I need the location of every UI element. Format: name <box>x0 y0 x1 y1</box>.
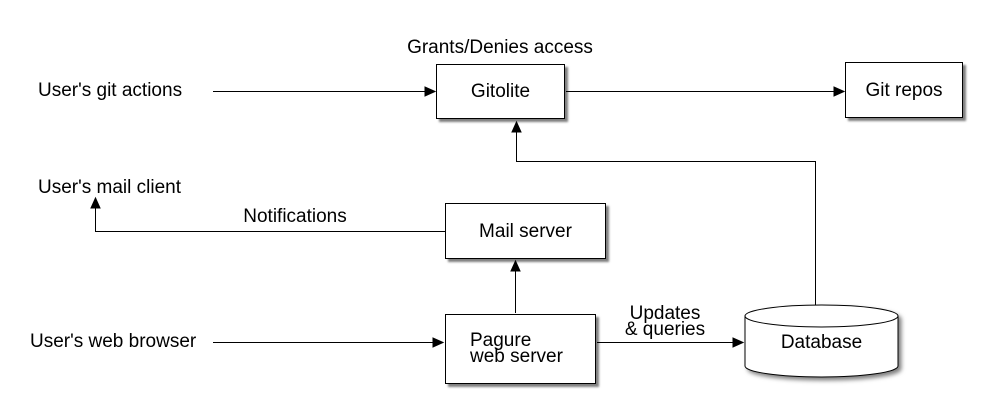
edge-database-to-gitolite <box>511 120 816 307</box>
label-updates-queries: Updates & queries <box>595 303 735 340</box>
arrowhead-up-icon <box>90 196 101 209</box>
node-pagure-label-line1: Pagure <box>470 330 532 351</box>
edge-pagure-to-database <box>597 337 745 348</box>
database-cylinder-icon <box>744 304 899 378</box>
arrowhead-right-icon <box>432 337 445 348</box>
node-mail-server-label: Mail server <box>479 220 572 242</box>
node-git-repos: Git repos <box>845 62 963 118</box>
label-updates-line1: Updates <box>629 303 701 324</box>
node-git-repos-label: Git repos <box>865 79 943 101</box>
label-notifications: Notifications <box>243 206 347 227</box>
edge-gitolite-to-git-repos <box>566 86 846 97</box>
label-users-git-actions: User's git actions <box>38 80 183 101</box>
node-gitolite-label: Gitolite <box>470 81 531 102</box>
arrowhead-up-icon <box>511 120 522 133</box>
node-gitolite: Gitolite <box>436 64 565 119</box>
arrowhead-up-icon <box>510 259 521 272</box>
edge-pagure-to-mail-server <box>510 259 521 313</box>
label-grants-denies-access: Grants/Denies access <box>407 37 593 58</box>
arrowhead-right-icon <box>424 86 437 97</box>
edge-web-browser-to-pagure <box>213 337 445 348</box>
edge-mail-server-to-mail-client <box>90 196 445 232</box>
arrowhead-right-icon <box>732 337 745 348</box>
node-database-label: Database <box>780 332 863 353</box>
edge-git-actions-to-gitolite <box>213 86 437 97</box>
label-updates-line2: & queries <box>624 319 706 340</box>
node-mail-server: Mail server <box>445 203 606 259</box>
arrowhead-right-icon <box>833 86 846 97</box>
label-users-mail-client: User's mail client <box>38 177 181 198</box>
node-pagure-label-line2: web server <box>470 346 563 367</box>
node-pagure-web-server: Pagure web server <box>445 314 596 384</box>
label-users-web-browser: User's web browser <box>30 331 197 352</box>
